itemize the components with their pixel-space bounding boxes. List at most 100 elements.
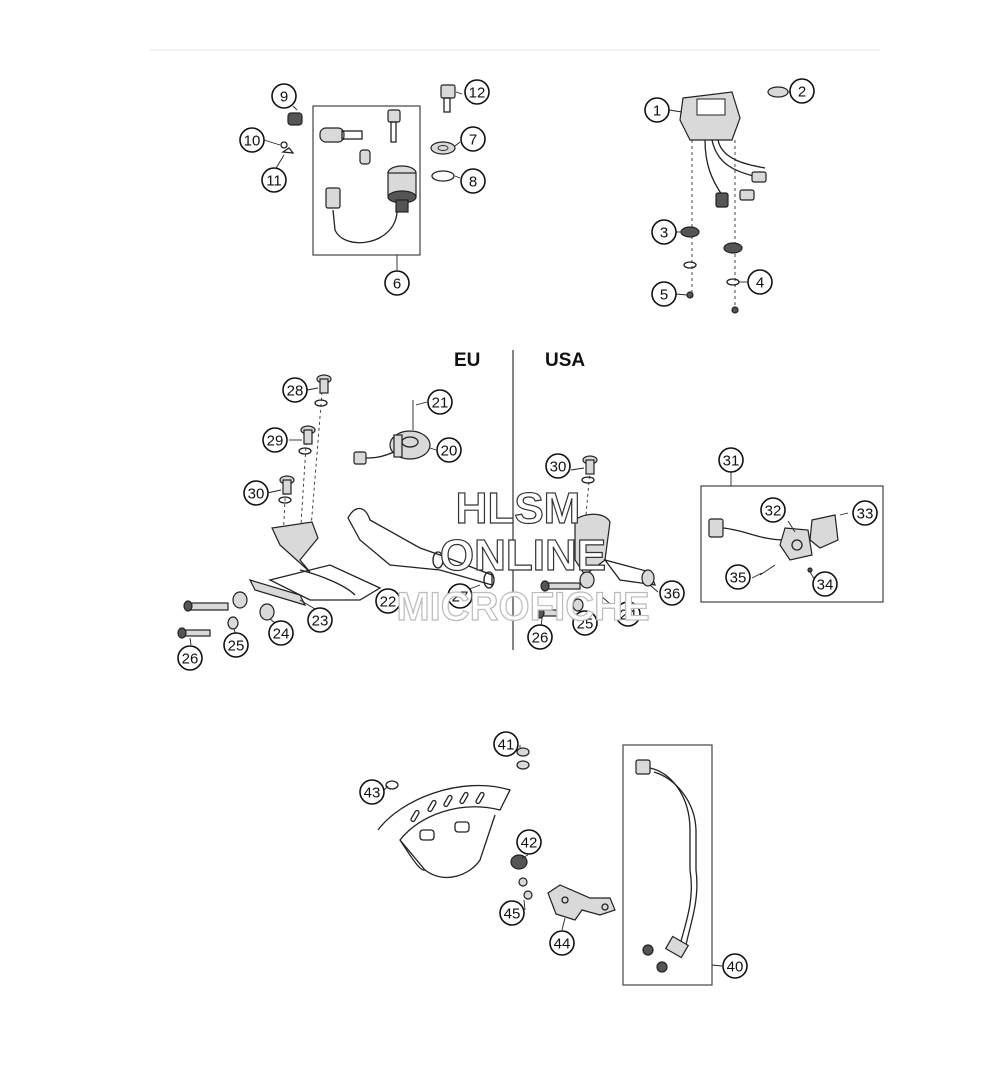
callout-12: 12 [464, 79, 490, 105]
sensor-group [377, 744, 723, 986]
ignition-connector [325, 187, 341, 209]
bolt-30-eu [279, 475, 295, 495]
sensor-tip [664, 935, 690, 959]
key-in-set-icon [387, 109, 401, 143]
callout-circle [493, 731, 519, 757]
callout-number: 25 [577, 616, 594, 633]
part-4-washer [726, 278, 740, 286]
part-3-grommet [680, 226, 700, 238]
callout-circle [725, 564, 751, 590]
callout-circle [427, 389, 453, 415]
callout-number: 44 [554, 936, 571, 953]
ignition-lock-group [263, 84, 463, 270]
ring-43 [385, 780, 399, 790]
nut-41b [516, 760, 530, 770]
callout-layer: 1234567891011122021222324252627282930313… [177, 78, 878, 979]
callout-29: 29 [262, 427, 288, 453]
callout-number: 28 [287, 383, 304, 400]
callout-number: 26 [182, 651, 199, 668]
callout-circle [852, 500, 878, 526]
callout-41: 41 [493, 731, 519, 757]
callout-circle [651, 219, 677, 245]
speedo-connector-b [751, 171, 767, 183]
screw-35 [759, 564, 776, 576]
part-4-washer-a [683, 261, 697, 269]
callout-circle [722, 953, 748, 979]
nut-34 [807, 567, 813, 573]
callout-3: 3 [651, 219, 677, 245]
callout-44: 44 [549, 930, 575, 956]
callout-30-usa-0: 30 [545, 453, 571, 479]
sensor-set-frame [622, 744, 713, 986]
callout-33: 33 [852, 500, 878, 526]
callout-circle [359, 779, 385, 805]
nut-41a [516, 747, 530, 757]
callout-number: 33 [857, 506, 874, 523]
callout-25-usa-2: 25 [572, 610, 598, 636]
callout-21: 21 [427, 389, 453, 415]
callout-43: 43 [359, 779, 385, 805]
callout-27: 27 [447, 583, 473, 609]
callout-circle [651, 281, 677, 307]
callout-circle [747, 269, 773, 295]
callout-circle [223, 632, 249, 658]
callout-circle [549, 930, 575, 956]
part-8-ring [431, 170, 455, 182]
callout-circle [447, 583, 473, 609]
speedometer-display [696, 98, 726, 116]
callout-number: 43 [364, 785, 381, 802]
part-3-grommet-b [723, 242, 743, 254]
callout-circle [271, 83, 297, 109]
callout-42: 42 [516, 829, 542, 855]
usa-spacer-25 [572, 598, 584, 612]
callout-number: 45 [504, 906, 521, 923]
callout-number: 2 [798, 84, 806, 101]
part-5-nut [686, 291, 694, 299]
part-11-pin [281, 147, 295, 154]
callout-number: 27 [452, 589, 469, 606]
callout-34: 34 [812, 571, 838, 597]
callout-30: 30 [243, 480, 269, 506]
callout-number: 40 [727, 959, 744, 976]
callout-number: 30 [248, 486, 265, 503]
switch-body-32 [779, 527, 813, 561]
sensor-connector [635, 759, 651, 775]
callout-number: 25 [228, 638, 245, 655]
horn-20 [353, 430, 431, 465]
callout-2: 2 [789, 78, 815, 104]
screw-45b [523, 890, 533, 900]
callout-45: 45 [499, 900, 525, 926]
callout-number: 7 [469, 132, 477, 149]
callout-number: 23 [312, 613, 329, 630]
callout-24-usa-1: 24 [615, 601, 641, 627]
callout-number: 32 [765, 503, 782, 520]
callout-number: 6 [393, 276, 401, 293]
callout-9: 9 [271, 83, 297, 109]
bolt-28 [316, 374, 332, 394]
callout-circle [243, 480, 269, 506]
callout-6: 6 [384, 270, 410, 296]
brake-disc [377, 784, 511, 879]
part-10-ball [280, 141, 288, 149]
bolt-26b [177, 627, 211, 639]
usa-clamp [574, 513, 611, 576]
part-5-nut-b [731, 306, 739, 314]
callout-number: 24 [620, 607, 637, 624]
callout-8: 8 [460, 168, 486, 194]
strap-23 [248, 579, 307, 606]
callout-number: 12 [469, 85, 486, 102]
bolt-30-usa [582, 455, 598, 475]
callout-35: 35 [725, 564, 751, 590]
ignition-cable [332, 209, 398, 244]
callout-circle [268, 620, 294, 646]
callout-circle [545, 453, 571, 479]
switch-set-31 [700, 472, 884, 603]
watermark-line-2: ONLINE [440, 531, 606, 580]
eu-mount-group [177, 374, 495, 646]
callout-number: 8 [469, 174, 477, 191]
callout-circle [460, 168, 486, 194]
callout-23: 23 [307, 607, 333, 633]
nut-24 [259, 603, 275, 621]
callout-circle [760, 497, 786, 523]
speedometer-group [668, 86, 790, 314]
